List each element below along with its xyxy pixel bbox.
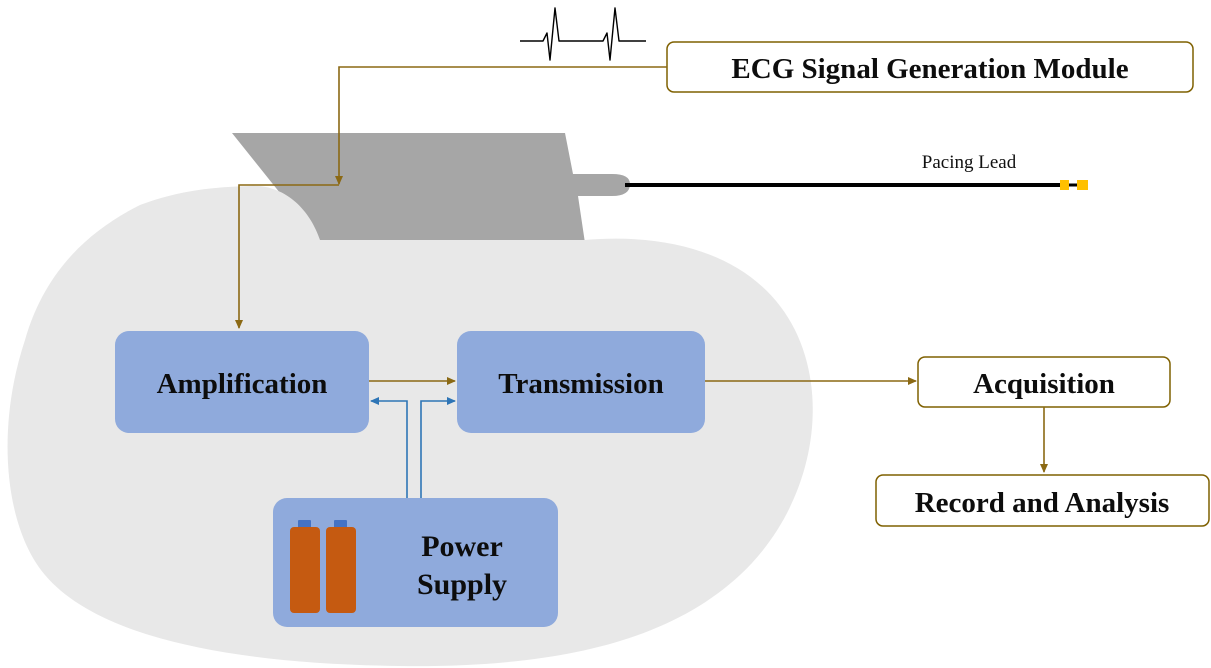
ecg-waveform-icon: [520, 8, 646, 60]
battery-icon: [326, 520, 356, 613]
transmission-label: Transmission: [498, 368, 663, 400]
pacing-lead-label: Pacing Lead: [922, 152, 1017, 173]
pacing-lead-tip: [1060, 180, 1069, 190]
ecg-module-label: ECG Signal Generation Module: [731, 53, 1128, 85]
record-analysis-label: Record and Analysis: [915, 487, 1170, 519]
power-supply-label-line1: Power: [421, 530, 503, 563]
amplification-label: Amplification: [157, 368, 328, 400]
acquisition-label: Acquisition: [973, 368, 1115, 400]
battery-icon: [290, 520, 320, 613]
power-supply-label-line2: Supply: [417, 568, 507, 601]
pacing-lead-tip-end: [1077, 180, 1088, 190]
